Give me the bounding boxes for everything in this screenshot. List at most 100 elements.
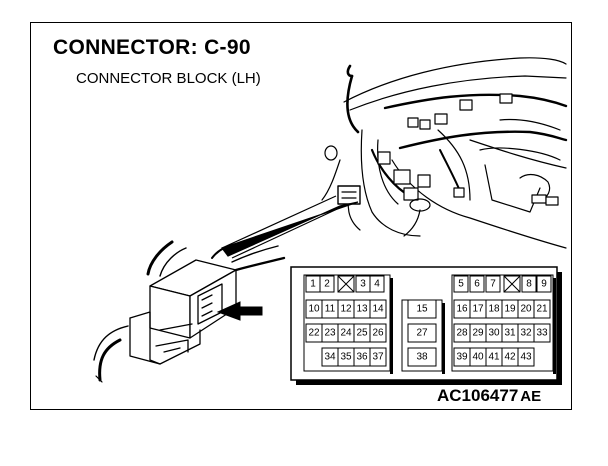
svg-text:31: 31	[504, 328, 516, 339]
svg-text:3: 3	[360, 279, 366, 290]
pin-17: 17	[469, 299, 487, 319]
pin-22: 22	[305, 323, 323, 343]
svg-text:36: 36	[356, 352, 368, 363]
pin-4: 4	[369, 275, 385, 293]
diagram-frame	[30, 22, 572, 410]
pin-34: 34	[321, 347, 339, 367]
pin-42: 42	[501, 347, 519, 367]
pin-20: 20	[517, 299, 535, 319]
pin-43: 43	[517, 347, 535, 367]
pin-12: 12	[337, 299, 355, 319]
svg-text:23: 23	[324, 328, 336, 339]
pin-33: 33	[533, 323, 551, 343]
svg-text:6: 6	[474, 279, 480, 290]
pin-6: 6	[469, 275, 485, 293]
leader-lines	[221, 195, 359, 259]
svg-text:30: 30	[488, 328, 500, 339]
pin-13: 13	[353, 299, 371, 319]
unused-cavity-right	[503, 275, 521, 293]
svg-text:27: 27	[416, 328, 428, 339]
pin-35: 35	[337, 347, 355, 367]
svg-text:2: 2	[324, 279, 330, 290]
svg-text:24: 24	[340, 328, 352, 339]
pin-38: 38	[407, 347, 437, 367]
pin-39: 39	[453, 347, 471, 367]
svg-text:37: 37	[372, 352, 384, 363]
svg-text:1: 1	[310, 279, 316, 290]
center-group-shadow	[442, 303, 445, 374]
svg-text:39: 39	[456, 352, 468, 363]
pin-15: 15	[407, 299, 437, 319]
pin-32: 32	[517, 323, 535, 343]
svg-text:28: 28	[456, 328, 468, 339]
pin-2: 2	[319, 275, 335, 293]
svg-text:42: 42	[504, 352, 516, 363]
svg-text:38: 38	[416, 352, 428, 363]
pin-37: 37	[369, 347, 387, 367]
pin-29: 29	[469, 323, 487, 343]
pin-23: 23	[321, 323, 339, 343]
figure-code: AC106477	[437, 386, 519, 405]
svg-text:19: 19	[504, 304, 516, 315]
pin-27: 27	[407, 323, 437, 343]
dashboard-illustration	[321, 57, 568, 249]
svg-text:16: 16	[456, 304, 468, 315]
unused-cavity-left	[337, 275, 355, 293]
svg-text:18: 18	[488, 304, 500, 315]
pin-5: 5	[453, 275, 469, 293]
figure-suffix: AE	[520, 388, 542, 405]
svg-text:9: 9	[541, 279, 547, 290]
svg-text:25: 25	[356, 328, 368, 339]
pin-40: 40	[469, 347, 487, 367]
right-group-shadow	[553, 278, 556, 374]
pin-9: 9	[536, 275, 552, 293]
pin-3: 3	[355, 275, 371, 293]
pointer-arrow	[216, 301, 263, 321]
svg-text:29: 29	[472, 328, 484, 339]
pin-10: 10	[305, 299, 323, 319]
svg-text:35: 35	[340, 352, 352, 363]
svg-text:7: 7	[490, 279, 496, 290]
svg-text:12: 12	[340, 304, 352, 315]
svg-text:4: 4	[374, 279, 380, 290]
svg-text:20: 20	[520, 304, 532, 315]
svg-text:40: 40	[472, 352, 484, 363]
pin-41: 41	[485, 347, 503, 367]
connector-block-illustration	[93, 240, 286, 383]
pin-19: 19	[501, 299, 519, 319]
svg-text:17: 17	[472, 304, 484, 315]
svg-text:21: 21	[536, 304, 548, 315]
svg-text:10: 10	[308, 304, 320, 315]
pin-1: 1	[305, 275, 321, 293]
pin-11: 11	[321, 299, 339, 319]
svg-text:41: 41	[488, 352, 500, 363]
svg-text:15: 15	[416, 304, 428, 315]
pin-30: 30	[485, 323, 503, 343]
svg-text:13: 13	[356, 304, 368, 315]
pin-26: 26	[369, 323, 387, 343]
pin-8: 8	[521, 275, 537, 293]
pin-14: 14	[369, 299, 387, 319]
svg-text:34: 34	[324, 352, 336, 363]
svg-text:8: 8	[526, 279, 532, 290]
connector-subtitle: CONNECTOR BLOCK (LH)	[76, 70, 261, 87]
svg-text:5: 5	[458, 279, 464, 290]
svg-text:22: 22	[308, 328, 320, 339]
svg-text:14: 14	[372, 304, 384, 315]
pin-25: 25	[353, 323, 371, 343]
svg-text:32: 32	[520, 328, 532, 339]
pin-7: 7	[485, 275, 501, 293]
pin-31: 31	[501, 323, 519, 343]
pin-18: 18	[485, 299, 503, 319]
svg-text:43: 43	[520, 352, 532, 363]
svg-text:11: 11	[325, 304, 336, 315]
connector-title: CONNECTOR: C-90	[53, 36, 251, 59]
pin-28: 28	[453, 323, 471, 343]
svg-text:26: 26	[372, 328, 384, 339]
svg-text:33: 33	[536, 328, 548, 339]
left-group-shadow	[390, 278, 393, 374]
pin-36: 36	[353, 347, 371, 367]
